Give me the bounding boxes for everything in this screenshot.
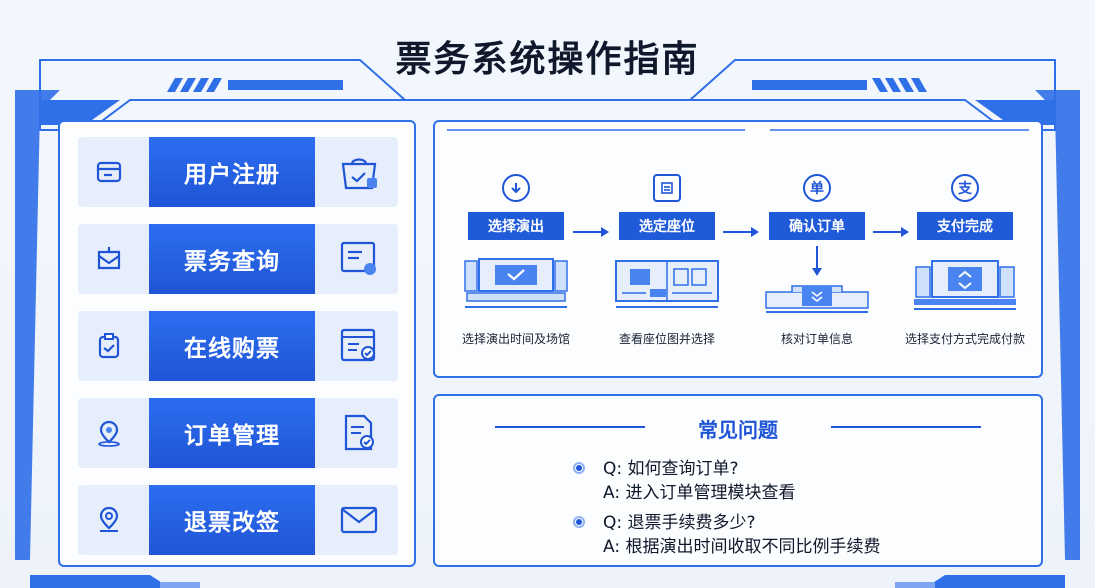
step-description: 查看座位图并选择 (618, 332, 715, 346)
purchase-flow-panel: 选择演出 选择演出时间及场馆 选定座位 (433, 120, 1043, 378)
menu-item-label: 票务查询 (149, 224, 315, 294)
faq-answer: A: 根据演出时间收取不同比例手续费 (603, 537, 881, 557)
location-person-icon (86, 497, 132, 543)
faq-answer: A: 进入订单管理模块查看 (603, 483, 796, 503)
seat-map-icon (653, 174, 681, 202)
seat-map-illustration (612, 257, 722, 317)
function-menu-panel: 用户注册 票务查询 在线购票 订单管理 (58, 120, 416, 567)
flow-decorations (447, 129, 1029, 131)
ticket-icon (86, 236, 132, 282)
arrow-right-icon (873, 227, 909, 237)
menu-item-order-management[interactable]: 订单管理 (78, 398, 398, 468)
document-check-icon (334, 408, 384, 458)
pay-icon: 支 (951, 174, 979, 202)
faq-title: 常见问题 (698, 418, 778, 442)
faq-title-line-left (495, 426, 645, 428)
menu-item-user-register[interactable]: 用户注册 (78, 137, 398, 207)
flow-step-payment[interactable]: 支 支付完成 (915, 174, 1015, 240)
menu-item-label: 用户注册 (149, 137, 315, 207)
step-label: 选定座位 (619, 212, 715, 240)
list-check-icon (334, 321, 384, 371)
menu-item-online-purchase[interactable]: 在线购票 (78, 311, 398, 381)
menu-item-label: 在线购票 (149, 311, 315, 381)
clipboard-check-icon (86, 323, 132, 369)
faq-question: Q: 如何查询订单? (603, 459, 739, 479)
faq-panel: 常见问题 Q: 如何查询订单? A: 进入订单管理模块查看 Q: 退票手续费多少… (433, 394, 1043, 567)
menu-item-label: 订单管理 (149, 398, 315, 468)
page-title: 票务系统操作指南 (395, 39, 700, 80)
bag-check-icon (334, 147, 384, 197)
flow-step-select-seat[interactable]: 选定座位 (617, 174, 717, 240)
location-icon (86, 410, 132, 456)
menu-item-label: 退票改签 (149, 485, 315, 555)
payment-illustration (910, 257, 1020, 317)
card-icon (86, 149, 132, 195)
arrow-right-icon (573, 227, 609, 237)
step-label: 确认订单 (769, 212, 865, 240)
menu-item-refund-change[interactable]: 退票改签 (78, 485, 398, 555)
bullet-icon (573, 462, 585, 474)
mail-icon (334, 495, 384, 545)
flow-step-confirm-order[interactable]: 单 确认订单 (767, 174, 867, 240)
step-label: 选择演出 (468, 212, 564, 240)
faq-title-line-right (831, 426, 981, 428)
download-icon (502, 174, 530, 202)
step-description: 核对订单信息 (780, 332, 853, 346)
arrow-down-icon (812, 246, 822, 276)
flow-step-select-show[interactable]: 选择演出 (466, 174, 566, 240)
step-description: 选择支付方式完成付款 (904, 332, 1025, 346)
faq-question: Q: 退票手续费多少? (603, 513, 756, 533)
order-check-illustration (762, 282, 872, 320)
step-label: 支付完成 (917, 212, 1013, 240)
menu-item-ticket-query[interactable]: 票务查询 (78, 224, 398, 294)
screen-search-icon (334, 234, 384, 284)
step-description: 选择演出时间及场馆 (461, 332, 570, 346)
order-icon: 单 (803, 174, 831, 202)
screen-check-illustration (461, 257, 571, 317)
bullet-icon (573, 516, 585, 528)
arrow-right-icon (723, 227, 759, 237)
